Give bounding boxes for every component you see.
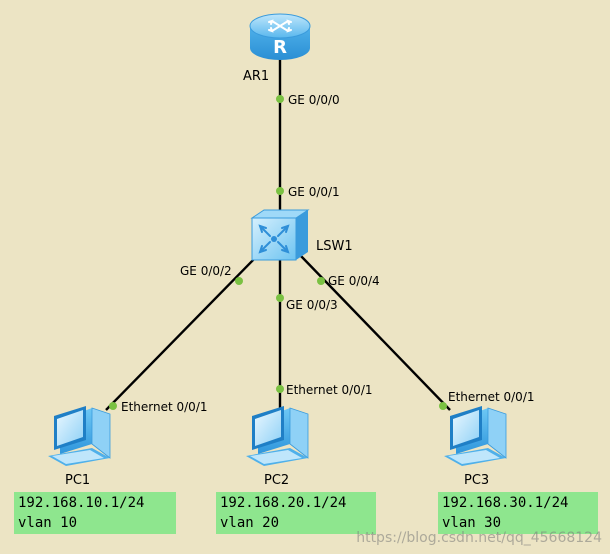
link-lsw1-pc1[interactable] <box>105 254 259 411</box>
pc2-vlan-text: vlan 20 <box>220 515 280 531</box>
port-label-ar1-ge000: GE 0/0/0 <box>288 93 340 107</box>
port-dots <box>109 95 447 410</box>
port-label-pc2-eth: Ethernet 0/0/1 <box>286 383 373 397</box>
pc1-ip-text: 192.168.10.1/24 <box>18 495 145 511</box>
pc3-ip-text: 192.168.30.1/24 <box>442 495 569 511</box>
pc3-label: PC3 <box>464 473 489 488</box>
pc1-config-note[interactable]: 192.168.10.1/24 vlan 10 <box>14 492 176 534</box>
pc2-ip-text: 192.168.20.1/24 <box>220 495 347 511</box>
router-icon: R <box>249 13 311 60</box>
pc1[interactable]: PC1 <box>48 406 111 488</box>
port-label-pc3-eth: Ethernet 0/0/1 <box>448 390 535 404</box>
port-dot-pc2-eth <box>276 385 284 393</box>
pc3[interactable]: PC3 <box>444 406 507 488</box>
port-dot-lsw1-ge003 <box>276 294 284 302</box>
port-dot-lsw1-ge002 <box>235 277 243 285</box>
pc-icon <box>246 406 309 466</box>
switch-lsw1[interactable]: LSW1 <box>250 209 353 261</box>
switch-icon <box>250 209 310 261</box>
port-dot-pc1-eth <box>109 402 117 410</box>
pc2[interactable]: PC2 <box>246 406 309 488</box>
port-label-lsw1-ge004: GE 0/0/4 <box>328 274 380 288</box>
router-ar1[interactable]: R AR1 <box>243 13 311 84</box>
pc-icon <box>444 406 507 466</box>
svg-text:R: R <box>273 37 287 58</box>
pc2-config-note[interactable]: 192.168.20.1/24 vlan 20 <box>216 492 376 534</box>
watermark: https://blog.csdn.net/qq_45668124 <box>356 530 602 546</box>
port-label-lsw1-ge003: GE 0/0/3 <box>286 298 338 312</box>
pc3-vlan-text: vlan 30 <box>442 515 502 531</box>
pc2-label: PC2 <box>264 473 289 488</box>
router-label: AR1 <box>243 69 269 84</box>
port-dot-ar1-ge000 <box>276 95 284 103</box>
port-label-pc1-eth: Ethernet 0/0/1 <box>121 400 208 414</box>
port-dot-lsw1-ge001 <box>276 187 284 195</box>
link-lsw1-pc3[interactable] <box>299 254 451 411</box>
port-label-lsw1-ge001: GE 0/0/1 <box>288 185 340 199</box>
pc1-label: PC1 <box>65 473 90 488</box>
port-dot-pc3-eth <box>439 402 447 410</box>
port-label-lsw1-ge002: GE 0/0/2 <box>180 264 232 278</box>
port-dot-lsw1-ge004 <box>317 277 325 285</box>
pc1-vlan-text: vlan 10 <box>18 515 78 531</box>
pc3-config-note[interactable]: 192.168.30.1/24 vlan 30 <box>438 492 598 534</box>
switch-label: LSW1 <box>316 239 353 254</box>
pc-icon <box>48 406 111 466</box>
